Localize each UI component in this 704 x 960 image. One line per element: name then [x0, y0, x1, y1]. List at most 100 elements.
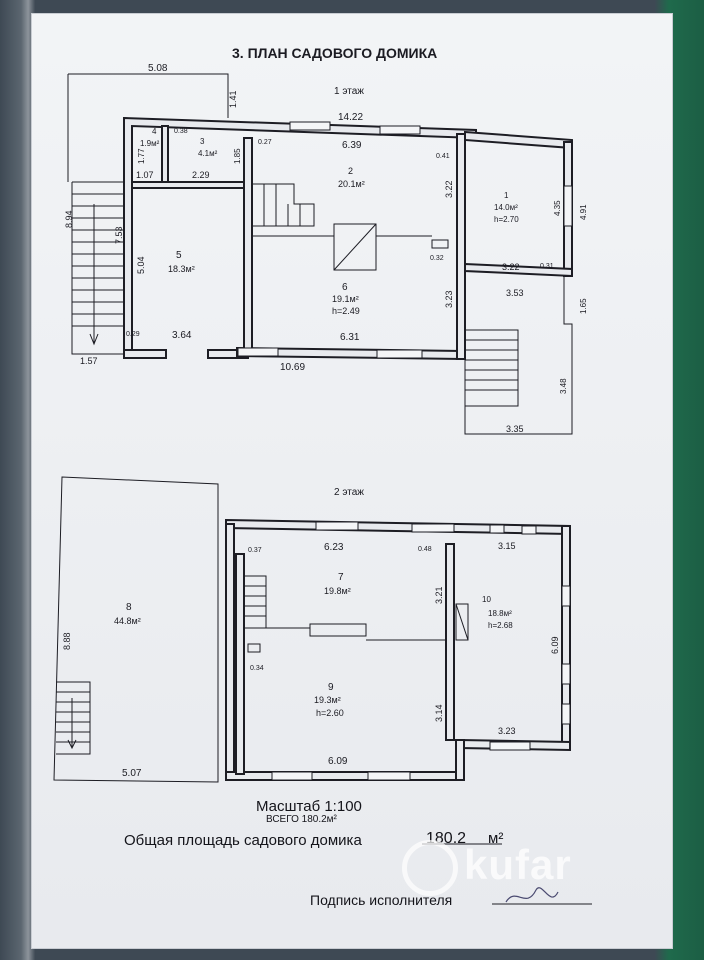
dim-6-31: 6.31 — [340, 332, 360, 343]
floor-1-label: 1 этаж — [334, 86, 364, 97]
dim-3-64: 3.64 — [172, 330, 192, 341]
area-unit: м² — [488, 830, 504, 847]
dim-3-15: 3.15 — [498, 541, 516, 551]
dim-3-23-b: 3.23 — [498, 726, 516, 736]
dim-0-29: 0.29 — [126, 331, 140, 338]
room-4-number: 4 — [152, 127, 157, 136]
dim-6-09-v: 6.09 — [550, 636, 560, 654]
room-6-height: h=2.49 — [332, 306, 360, 316]
room-10-height: h=2.68 — [488, 621, 513, 630]
fixture — [431, 239, 449, 249]
window — [367, 771, 411, 781]
terrace-stair-arrow — [67, 739, 77, 750]
dim-5-04: 5.04 — [136, 256, 146, 274]
area-label: Общая площадь садового домика — [124, 832, 362, 849]
floor-plan-drawing: 3. ПЛАН САДОВОГО ДОМИКА 1 этаж — [53, 45, 592, 905]
dim-3-21: 3.21 — [434, 586, 444, 604]
room-9-height: h=2.60 — [316, 708, 344, 718]
window — [289, 121, 331, 131]
stove — [333, 223, 377, 271]
dim-1-57: 1.57 — [80, 356, 98, 366]
stove-2-diagonal — [455, 603, 469, 641]
porch-outline — [464, 276, 573, 435]
second-floor-plan: 8 44.8м² 7 19.8м² 10 18.8м² h=2.68 9 19.… — [53, 476, 571, 783]
room-3-area: 4.1м² — [198, 149, 218, 158]
fixture — [247, 643, 261, 653]
watermark-circle-icon — [402, 840, 458, 896]
watermark-text: kufar — [464, 841, 572, 889]
outer-stair-steps — [72, 193, 124, 344]
room-7-number: 7 — [338, 572, 344, 583]
annex-north-wall — [464, 130, 573, 150]
jog-wall — [455, 739, 465, 781]
room-3-number: 3 — [200, 137, 205, 146]
dim-0-32: 0.32 — [430, 255, 444, 262]
terrace-outline — [53, 476, 219, 783]
dim-6-23: 6.23 — [324, 542, 344, 553]
west-wall-2 — [225, 523, 235, 781]
window — [271, 771, 313, 781]
dim-7-53: 7.53 — [114, 226, 124, 244]
window — [521, 525, 537, 535]
dim-1-65: 1.65 — [579, 298, 588, 314]
room-2-number: 2 — [348, 166, 353, 176]
first-floor-plan: 4 1.9м² 3 4.1м² 2 20.1м² 1 14.0м² h=2.70… — [64, 63, 588, 435]
stove-2 — [455, 603, 469, 641]
dim-2-29: 2.29 — [192, 170, 210, 180]
room-4-area: 1.9м² — [140, 139, 160, 148]
inner-stair — [252, 183, 315, 227]
east-wall-main — [456, 133, 466, 360]
window — [489, 741, 531, 751]
dim-4-35: 4.35 — [553, 200, 562, 216]
room-1-number: 1 — [504, 191, 509, 200]
dim-3-14: 3.14 — [434, 704, 444, 722]
north-wall-2 — [225, 518, 571, 536]
watermark-logo: kufar — [402, 840, 572, 896]
annex-south-wall — [464, 262, 573, 278]
dim-6-09-h: 6.09 — [328, 756, 348, 767]
room-5-number: 5 — [176, 250, 182, 261]
stove-diagonal — [333, 223, 377, 271]
site-outline — [68, 73, 229, 118]
dim-3-22-v: 3.22 — [444, 180, 454, 198]
dim-0-37: 0.37 — [248, 547, 262, 554]
dim-3-53: 3.53 — [506, 288, 524, 298]
dim-10-69: 10.69 — [280, 362, 305, 373]
porch-stair — [465, 329, 519, 407]
terrace-stair-steps — [56, 691, 90, 748]
room-10-number: 10 — [482, 595, 491, 604]
partition-3-4 — [161, 125, 169, 183]
room-9-area: 19.3м² — [314, 695, 341, 705]
dim-0-38: 0.38 — [174, 128, 188, 135]
room-1-area: 14.0м² — [494, 203, 518, 212]
room-6-number: 6 — [342, 282, 348, 293]
signature-label: Подпись исполнителя — [310, 892, 453, 908]
dim-3-22-h: 3.22 — [502, 262, 520, 272]
dim-5-07: 5.07 — [122, 768, 142, 779]
inner-west-wall — [235, 553, 245, 775]
window — [561, 663, 571, 685]
partition-10 — [445, 543, 455, 741]
window — [376, 349, 423, 359]
dim-3-48: 3.48 — [559, 378, 568, 394]
dim-1-41: 1.41 — [228, 90, 238, 108]
dim-8-94: 8.94 — [64, 210, 74, 228]
signature-mark — [505, 887, 559, 903]
window — [561, 703, 571, 725]
window — [315, 521, 359, 531]
porch-steps — [465, 339, 518, 391]
dim-0-41: 0.41 — [436, 153, 450, 160]
south-wall-5 — [123, 349, 167, 359]
room-8-area: 44.8м² — [114, 616, 141, 626]
room-7-area: 19.8м² — [324, 586, 351, 596]
dim-3-35: 3.35 — [506, 424, 524, 434]
window — [379, 125, 421, 135]
dim-6-39: 6.39 — [342, 140, 362, 151]
window — [489, 524, 505, 534]
window — [411, 523, 455, 533]
room-8-number: 8 — [126, 602, 132, 613]
room-6-area: 19.1м² — [332, 294, 359, 304]
inner-stair-steps — [263, 184, 301, 226]
south-wall-9 — [225, 771, 465, 781]
dim-1-85: 1.85 — [233, 148, 242, 164]
